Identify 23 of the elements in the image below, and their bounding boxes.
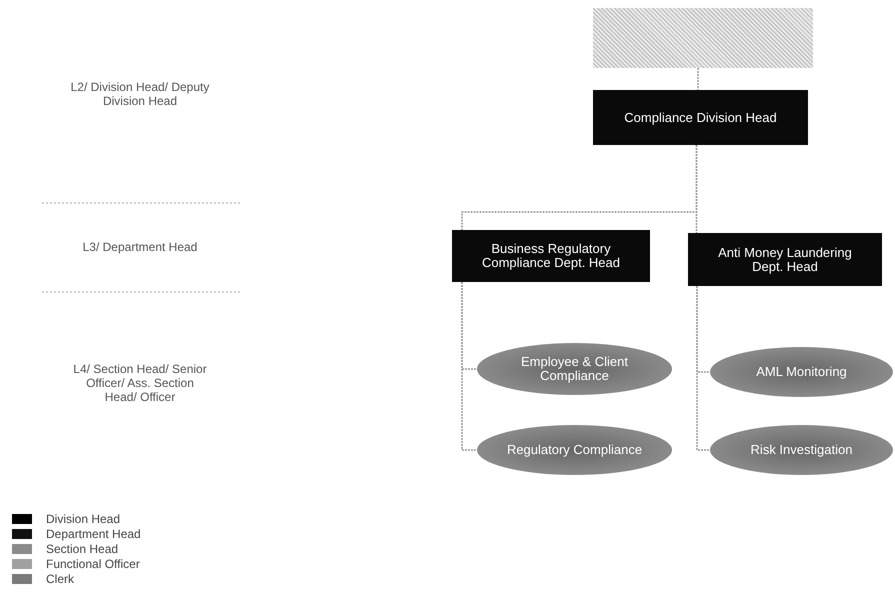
legend-text: Division Head (46, 512, 120, 526)
connector-line (697, 68, 699, 90)
position-box (688, 233, 882, 286)
position-box (593, 90, 808, 145)
level-label: L4/ Section Head/ Senior Officer/ Ass. Section Head/ Officer (72, 362, 208, 404)
position-title: AML Monitoring (756, 365, 847, 379)
level-label: L3/ Department Head (82, 240, 198, 254)
position-title: Business Regulatory Compliance Dept. Head (480, 242, 622, 270)
connector-line (696, 286, 710, 451)
position-title: Risk Investigation (750, 443, 852, 457)
level-label: L2/ Division Head/ Deputy Division Head (70, 80, 210, 108)
empty-box (593, 8, 813, 68)
legend-text: Section Head (46, 542, 118, 556)
legend-text: Clerk (46, 572, 74, 586)
legend-text: Department Head (46, 527, 141, 541)
connector-line (461, 282, 477, 451)
position-title: Regulatory Compliance (506, 443, 642, 457)
legend-text: Functional Officer (46, 557, 140, 571)
position-title: Anti Money Laundering Dept. Head (717, 246, 853, 274)
position-title: Employee & Client Compliance (520, 355, 629, 383)
connector-line (696, 145, 698, 233)
position-box (452, 230, 650, 282)
position-title: Compliance Division Head (624, 110, 777, 124)
